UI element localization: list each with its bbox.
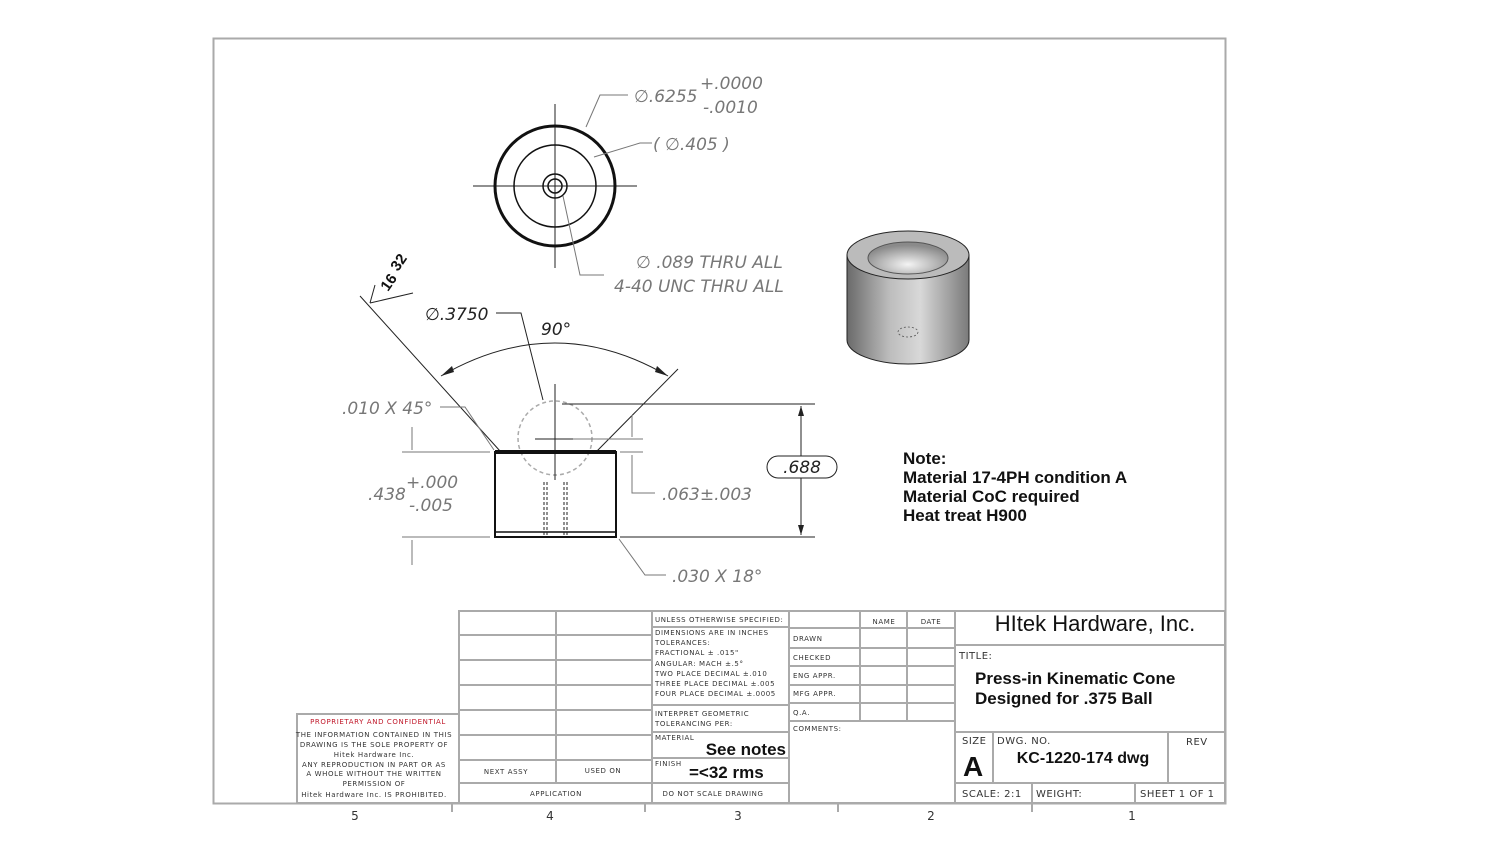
title-block-grid	[296, 610, 1226, 804]
zone-label: 5	[351, 809, 359, 823]
tolerance-line: FRACTIONAL ± .015"	[655, 649, 739, 657]
proprietary-line: THE INFORMATION CONTAINED IN THIS	[295, 731, 452, 739]
cone-angle-dim: 90°	[541, 320, 571, 340]
notes-heading: Note:	[903, 449, 946, 468]
proprietary-line: ANY REPRODUCTION IN PART OR AS	[302, 761, 446, 769]
hole-callout: ∅ .089 THRU ALL	[636, 253, 783, 273]
used-on-label: USED ON	[585, 767, 622, 775]
proprietary-line: PERMISSION OF	[343, 780, 406, 788]
zone-ticks	[451, 803, 1033, 812]
note-line: Material CoC required	[903, 487, 1080, 506]
comments-label: COMMENTS:	[793, 725, 842, 733]
side-view	[359, 284, 815, 576]
company-name: HItek Hardware, Inc.	[995, 611, 1196, 636]
size-value: A	[963, 751, 983, 782]
role-mfg-appr: MFG APPR.	[793, 690, 836, 698]
tolerance-line: DIMENSIONS ARE IN INCHES	[655, 629, 769, 637]
role-checked: CHECKED	[793, 654, 831, 662]
dwg-no-value: KC-1220-174 dwg	[1017, 750, 1150, 767]
isometric-view	[846, 230, 970, 365]
height-tol-plus: +.000	[406, 473, 458, 493]
thread-callout: 4-40 UNC THRU ALL	[614, 277, 784, 297]
reference-height-dim: .688	[783, 458, 821, 478]
sheet-label: SHEET 1 OF 1	[1140, 789, 1215, 800]
tolerance-line: ANGULAR: MACH ±.5°	[655, 660, 744, 668]
note-line: Material 17-4PH condition A	[903, 468, 1127, 487]
ref-diameter-dim: ( ∅.405 )	[653, 135, 730, 155]
outer-diameter-dim: ∅.6255	[634, 87, 697, 107]
zone-label: 4	[546, 809, 554, 823]
dwg-no-label: DWG. NO.	[997, 736, 1051, 747]
proprietary-line: Hitek Hardware Inc.	[334, 751, 415, 759]
next-assy-label: NEXT ASSY	[484, 768, 528, 776]
tolerance-line: FOUR PLACE DECIMAL ±.0005	[655, 690, 776, 698]
note-line: Heat treat H900	[903, 506, 1027, 525]
surface-finish-bottom: 16	[377, 271, 400, 294]
zone-label: 1	[1128, 809, 1136, 823]
bottom-chamfer-dim: .030 X 18°	[672, 567, 762, 587]
top-chamfer-dim: .010 X 45°	[342, 399, 432, 419]
interpret-line: INTERPRET GEOMETRIC	[655, 710, 749, 718]
proprietary-line: DRAWING IS THE SOLE PROPERTY OF	[300, 741, 448, 749]
recess-depth-dim: .063±.003	[662, 485, 752, 505]
role-drawn: DRAWN	[793, 635, 823, 643]
size-label: SIZE	[962, 736, 986, 747]
height-dim: .438	[368, 485, 406, 505]
do-not-scale: DO NOT SCALE DRAWING	[662, 790, 763, 798]
ball-diameter-dim: ∅.3750	[425, 305, 488, 325]
date-header: DATE	[921, 618, 942, 626]
tolerance-line: THREE PLACE DECIMAL ±.005	[654, 680, 775, 688]
surface-finish-top: 32	[387, 251, 410, 274]
application-label: APPLICATION	[530, 790, 582, 798]
proprietary-title: PROPRIETARY AND CONFIDENTIAL	[310, 718, 446, 726]
zone-label: 3	[734, 809, 742, 823]
material-value: See notes	[706, 740, 786, 759]
drawing-title-line1: Press-in Kinematic Cone	[975, 669, 1175, 688]
unless-specified: UNLESS OTHERWISE SPECIFIED:	[655, 616, 783, 624]
proprietary-line: A WHOLE WITHOUT THE WRITTEN	[306, 770, 441, 778]
reference-dim-box	[766, 455, 838, 479]
tolerance-line: TWO PLACE DECIMAL ±.010	[654, 670, 767, 678]
outer-diameter-tol-plus: +.0000	[700, 74, 763, 94]
outer-diameter-tol-minus: -.0010	[703, 98, 758, 118]
proprietary-line: Hitek Hardware Inc. IS PROHIBITED.	[301, 791, 447, 799]
interpret-line: TOLERANCING PER:	[654, 720, 733, 728]
drawing-title-line2: Designed for .375 Ball	[975, 689, 1153, 708]
material-label: MATERIAL	[655, 734, 694, 742]
role-qa: Q.A.	[793, 709, 810, 717]
finish-value: =<32 rms	[689, 763, 764, 782]
height-tol-minus: -.005	[409, 496, 453, 516]
finish-label: FINISH	[655, 760, 682, 768]
scale-label: SCALE: 2:1	[962, 789, 1022, 800]
weight-label: WEIGHT:	[1036, 789, 1082, 800]
rev-label: REV	[1186, 737, 1208, 748]
tolerance-line: TOLERANCES:	[654, 639, 710, 647]
role-eng-appr: ENG APPR.	[793, 672, 836, 680]
zone-label: 2	[927, 809, 935, 823]
title-label: TITLE:	[958, 651, 992, 662]
top-view	[473, 94, 652, 276]
name-header: NAME	[873, 618, 896, 626]
